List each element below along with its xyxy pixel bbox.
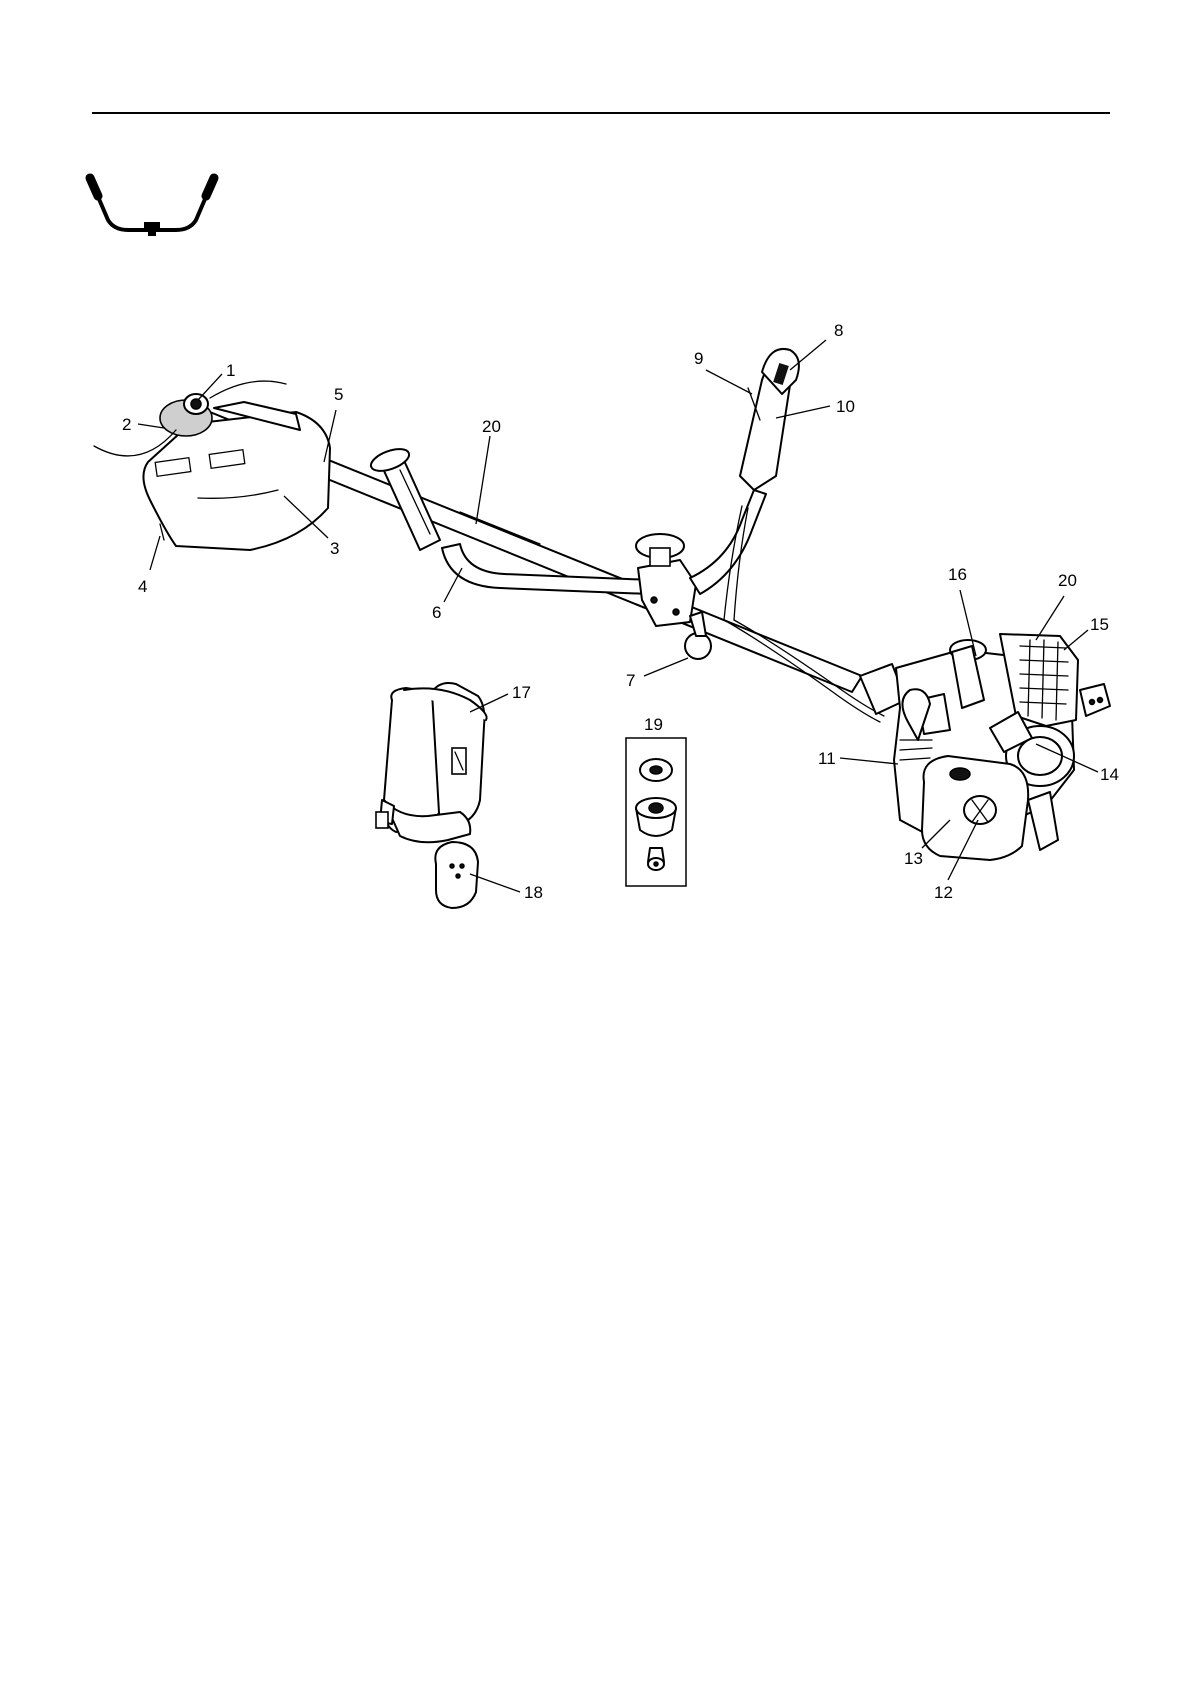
- callout-3: 3: [330, 539, 339, 558]
- callout-5: 5: [334, 385, 343, 404]
- callout-20-shaft: 20: [482, 417, 501, 436]
- callout-7: 7: [626, 671, 635, 690]
- handle-clamp: [636, 534, 696, 626]
- callout-19: 19: [644, 715, 663, 734]
- callout-6: 6: [432, 603, 441, 622]
- callout-1: 1: [226, 361, 235, 380]
- callout-17: 17: [512, 683, 531, 702]
- callout-2: 2: [122, 415, 131, 434]
- callout-14: 14: [1100, 765, 1119, 784]
- shoulder-harness: [376, 683, 487, 842]
- callout-20-engine: 20: [1058, 571, 1077, 590]
- callout-13: 13: [904, 849, 923, 868]
- callout-8: 8: [834, 321, 843, 340]
- callout-16: 16: [948, 565, 967, 584]
- callout-11: 11: [818, 749, 836, 768]
- callout-9: 9: [694, 349, 703, 368]
- callout-10: 10: [836, 397, 855, 416]
- callout-15: 15: [1090, 615, 1109, 634]
- callout-12: 12: [934, 883, 953, 902]
- handle-bar: [368, 445, 652, 594]
- callout-18: 18: [524, 883, 543, 902]
- callout-4: 4: [138, 577, 147, 596]
- engine: [860, 634, 1110, 860]
